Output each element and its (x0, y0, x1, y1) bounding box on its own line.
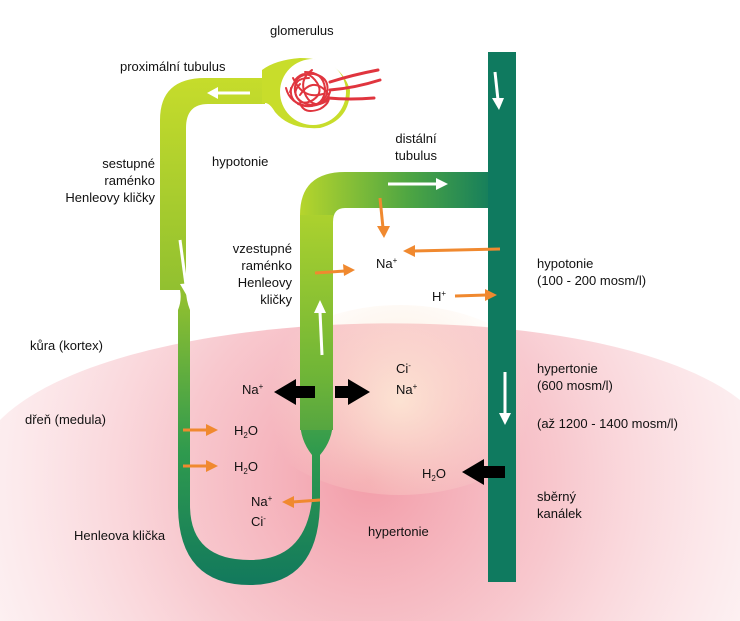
descending-limb-label: sestupné raménko Henleovy kličky (65, 156, 155, 205)
transport-arrows-orange (183, 197, 501, 508)
glomerulus-tuft (285, 69, 331, 112)
collecting-duct (488, 52, 516, 582)
hypertonie-bottom-label: hypertonie (368, 524, 429, 539)
ion-na-plus-top: Na+ (376, 256, 398, 271)
loop-of-henle-label: Henleova klička (74, 528, 166, 543)
hypotonie-top-label: hypotonie (212, 154, 269, 169)
hypertonie-right-label: hypertonie (600 mosm/l) (537, 361, 613, 393)
capsule-inner (280, 59, 346, 125)
ion-na-plus-bottom: Na+ (251, 494, 273, 509)
ion-cl-minus-bottom: Ci- (251, 514, 266, 529)
cortex-label: kůra (kortex) (30, 338, 103, 353)
ascending-limb-tube (300, 215, 333, 430)
ion-na-plus-right: Na+ (396, 382, 418, 397)
flow-arrows-white (178, 71, 511, 425)
ion-water-duct: H2O (422, 466, 446, 483)
hypotonie-right-label: hypotonie (100 - 200 mosm/l) (537, 256, 647, 288)
proximal-tubule-label: proximální tubulus (120, 59, 226, 74)
transport-arrows-black (274, 379, 505, 485)
collecting-duct-label: sběrný kanálek (537, 489, 582, 521)
ion-water-2: H2O (234, 459, 258, 476)
afferent-efferent-vessels (326, 68, 382, 101)
ion-cl-minus-right: Ci- (396, 361, 411, 376)
ion-na-plus-left: Na+ (242, 382, 264, 397)
glomerulus-label: glomerulus (270, 23, 334, 38)
medulla-label: dřeň (medula) (25, 412, 106, 427)
loop-of-henle-tube (160, 78, 333, 585)
ion-water-1: H2O (234, 423, 258, 440)
ion-h-plus: H+ (432, 289, 447, 304)
hypertonie-max-label: (až 1200 - 1400 mosm/l) (537, 416, 678, 431)
ascending-limb-label: vzestupné raménko Henleovy kličky (232, 241, 292, 307)
distal-tubule-label: distální tubulus (395, 131, 437, 163)
